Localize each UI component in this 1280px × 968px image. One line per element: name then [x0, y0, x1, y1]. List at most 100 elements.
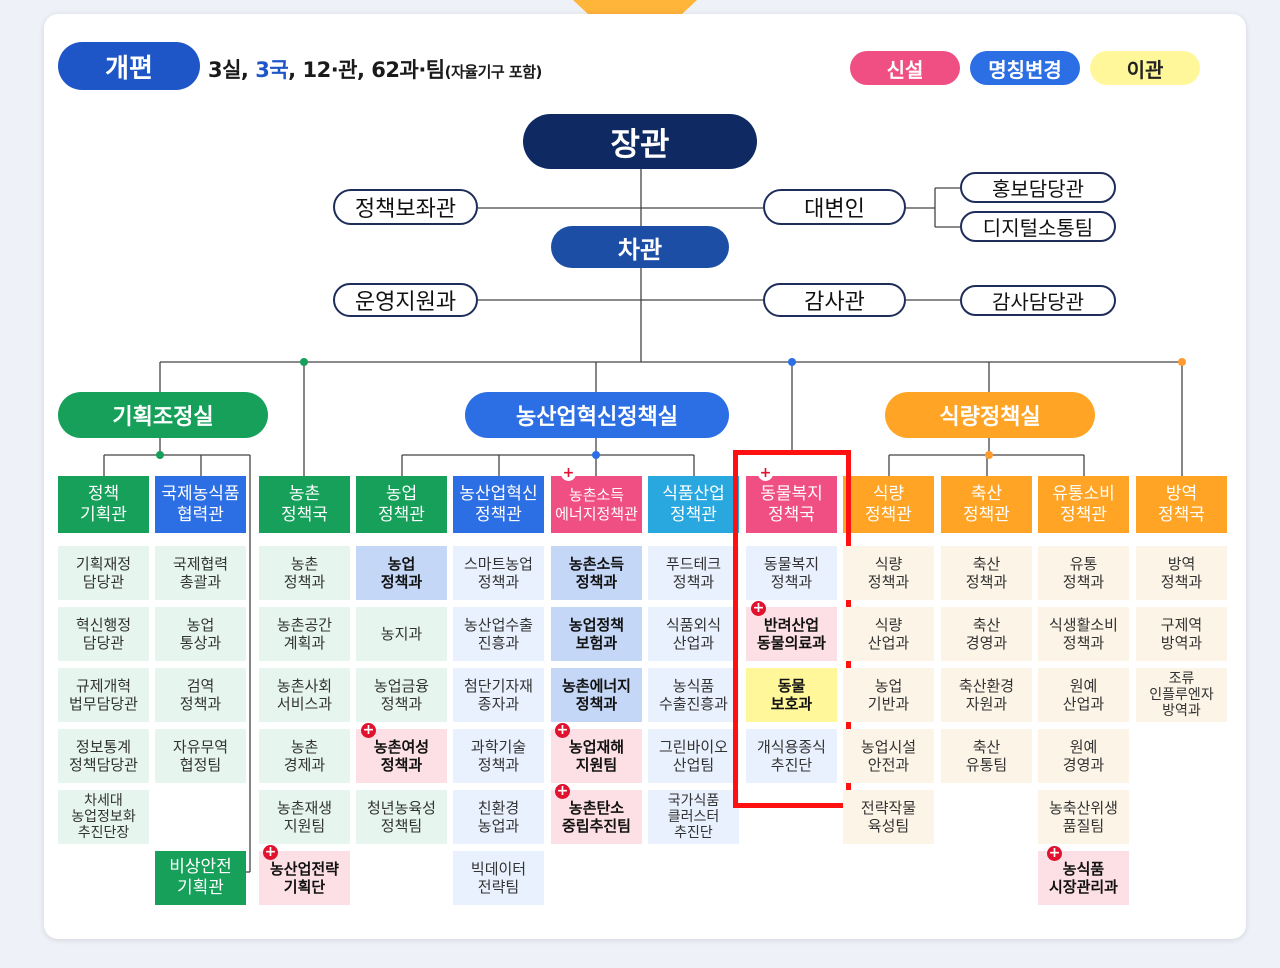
division-cell: 농업 통상과 [155, 607, 246, 661]
division-cell: 푸드테크 정책과 [648, 546, 739, 600]
summary-note: (자율기구 포함) [444, 63, 543, 81]
division-cell-new: 농촌탄소 중립추진팀 [551, 790, 642, 844]
bureau-header: 농촌 정책국 [259, 476, 350, 533]
division-cell: 구제역 방역과 [1136, 607, 1227, 661]
division-cell: 축산 정책과 [941, 546, 1032, 600]
new-marker-icon: + [263, 844, 278, 860]
division-cell: 정보통계 정책담당관 [58, 729, 149, 783]
bureau-header: 정책 기획관 [58, 476, 149, 533]
division-cell: 농산업수출 진흥과 [453, 607, 544, 661]
division-cell: 식품외식 산업과 [648, 607, 739, 661]
junction-dot [985, 451, 993, 459]
division-cell-moved: 동물 보호과 [746, 668, 837, 722]
division-cell: 첨단기자재 종자과 [453, 668, 544, 722]
division-cell: 차세대 농업정보화 추진단장 [58, 790, 149, 844]
bureau-header: 유통소비 정책관 [1038, 476, 1129, 533]
division-cell: 친환경 농업과 [453, 790, 544, 844]
pr-officer-node: 홍보담당관 [960, 172, 1116, 203]
division-cell: 빅데이터 전략팀 [453, 851, 544, 905]
division-cell: 국가식품 클러스터 추진단 [648, 790, 739, 844]
division-cell-renamed: 농촌소득 정책과 [551, 546, 642, 600]
new-marker-icon: + [1047, 845, 1062, 861]
division-cell: 그린바이오 산업팀 [648, 729, 739, 783]
division-cell: 농촌 경제과 [259, 729, 350, 783]
new-marker-icon: + [555, 783, 570, 799]
division-cell: 농촌사회 서비스과 [259, 668, 350, 722]
division-cell: 농촌재생 지원팀 [259, 790, 350, 844]
division-cell: 자유무역 협정팀 [155, 729, 246, 783]
junction-dot [156, 451, 164, 459]
audit-officer-node: 감사담당관 [960, 285, 1116, 316]
division-cell-renamed: 농촌에너지 정책과 [551, 668, 642, 722]
bureau-header: 방역 정책국 [1136, 476, 1227, 533]
bureau-header: 동물복지 정책국 [746, 476, 837, 533]
division-cell: 원예 경영과 [1038, 729, 1129, 783]
division-cell: 농축산위생 품질팀 [1038, 790, 1129, 844]
minister-node: 장관 [523, 114, 757, 169]
bureau-header: 식량 정책관 [843, 476, 934, 533]
division-cell-new: 반려산업 동물의료과 [746, 607, 837, 661]
bureau-header: 국제농식품 협력관 [155, 476, 246, 533]
division-cell: 농식품 수출진흥과 [648, 668, 739, 722]
division-cell: 청년농육성 정책팀 [356, 790, 447, 844]
division-cell: 국제협력 총괄과 [155, 546, 246, 600]
division-cell: 검역 정책과 [155, 668, 246, 722]
division-cell: 식량 정책과 [843, 546, 934, 600]
division-cell: 기획재정 담당관 [58, 546, 149, 600]
bureau-header: 농촌소득 에너지정책관 [551, 476, 642, 533]
division-cell: 농업 기반과 [843, 668, 934, 722]
division-cell-new: 농업재해 지원팀 [551, 729, 642, 783]
division-cell: 축산 경영과 [941, 607, 1032, 661]
division-cell: 전략작물 육성팀 [843, 790, 934, 844]
bureau-header: 식품산업 정책관 [648, 476, 739, 533]
audit-node: 감사관 [763, 283, 906, 317]
division-cell-renamed: 농업 정책과 [356, 546, 447, 600]
division-cell: 방역 정책과 [1136, 546, 1227, 600]
office-innovation: 농산업혁신정책실 [465, 392, 729, 438]
division-cell: 농촌 정책과 [259, 546, 350, 600]
summary-text: ·관, 62과·팀 [330, 58, 445, 82]
division-cell-new: 농산업전략 기획단 [259, 851, 350, 905]
division-cell: 축산환경 자원과 [941, 668, 1032, 722]
division-cell: 원예 산업과 [1038, 668, 1129, 722]
reorg-badge: 개편 [58, 42, 200, 90]
division-cell: 유통 정책과 [1038, 546, 1129, 600]
reorg-summary: 3실, 3국, 12·관, 62과·팀(자율기구 포함) [208, 54, 542, 84]
division-cell: 동물복지 정책과 [746, 546, 837, 600]
division-cell-new: 농촌여성 정책과 [356, 729, 447, 783]
vice-minister-node: 차관 [551, 226, 729, 268]
division-cell: 개식용종식 추진단 [746, 729, 837, 783]
digital-team-node: 디지털소통팀 [960, 211, 1116, 242]
new-marker-icon: + [361, 722, 376, 738]
bureau-header: 축산 정책관 [941, 476, 1032, 533]
new-marker-icon: + [751, 600, 766, 616]
legend-renamed: 명칭변경 [970, 51, 1080, 85]
division-cell: 축산 유통팀 [941, 729, 1032, 783]
emergency-planning-node: 비상안전 기획관 [155, 851, 246, 905]
legend-new: 신설 [850, 51, 960, 85]
summary-text: , 12 [288, 58, 331, 82]
office-planning: 기획조정실 [58, 392, 268, 438]
division-cell: 농업시설 안전과 [843, 729, 934, 783]
division-cell-renamed: 농업정책 보험과 [551, 607, 642, 661]
summary-text: 3국 [255, 58, 289, 82]
division-cell: 과학기술 정책과 [453, 729, 544, 783]
bureau-header: 농산업혁신 정책관 [453, 476, 544, 533]
bureau-header: 농업 정책관 [356, 476, 447, 533]
junction-dot [788, 358, 796, 366]
office-food: 식량정책실 [885, 392, 1095, 438]
junction-dot [592, 451, 600, 459]
highlight-box [733, 450, 851, 808]
new-marker-icon: + [758, 465, 773, 481]
new-marker-icon: + [555, 722, 570, 738]
legend-moved: 이관 [1090, 51, 1200, 85]
spokesperson-node: 대변인 [763, 189, 906, 225]
policy-aide-node: 정책보좌관 [333, 189, 478, 225]
division-cell: 농촌공간 계획과 [259, 607, 350, 661]
ops-support-node: 운영지원과 [333, 283, 478, 317]
junction-dot [1178, 358, 1186, 366]
division-cell: 조류 인플루엔자 방역과 [1136, 668, 1227, 722]
division-cell: 농업금융 정책과 [356, 668, 447, 722]
division-cell: 식생활소비 정책과 [1038, 607, 1129, 661]
